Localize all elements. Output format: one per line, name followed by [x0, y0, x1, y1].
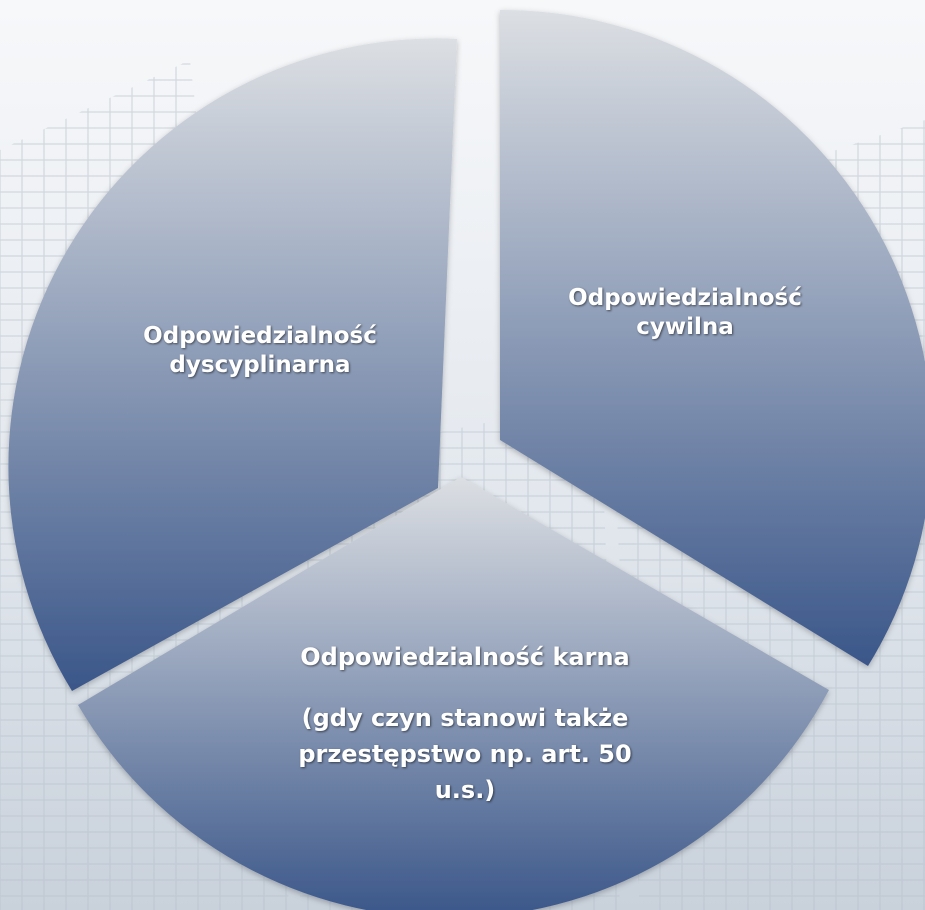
segment-karna	[78, 477, 829, 910]
segment-cywilna	[500, 9, 925, 666]
segment-dyscyplinarna	[8, 38, 457, 691]
segment-label-line: Odpowiedzialność	[143, 323, 377, 349]
segment-label-cywilna: Odpowiedzialność cywilna	[520, 284, 850, 343]
segment-label-line: Odpowiedzialność karna	[300, 643, 630, 671]
segment-label-line: cywilna	[636, 314, 734, 341]
segment-label-dyscyplinarna: Odpowiedzialność dyscyplinarna	[95, 322, 425, 381]
segment-label-line: dyscyplinarna	[169, 352, 351, 379]
segment-note-line: przestępstwo np. art. 50	[298, 740, 632, 768]
segment-label-karna: Odpowiedzialność karna	[230, 642, 700, 673]
segment-note-karna: (gdy czyn stanowi także przestępstwo np.…	[230, 700, 700, 808]
segment-note-line: (gdy czyn stanowi także	[301, 704, 629, 732]
segment-note-line: u.s.)	[434, 776, 496, 804]
segment-label-line: Odpowiedzialność	[568, 285, 802, 311]
